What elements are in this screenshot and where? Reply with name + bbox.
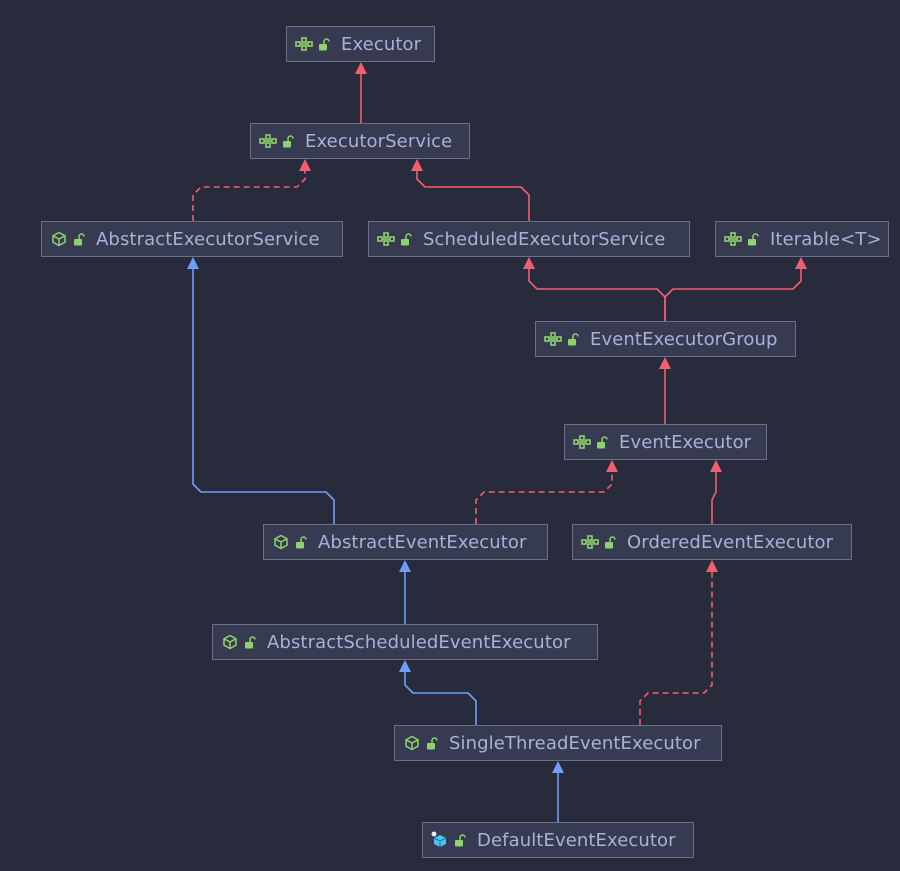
node-ordered-event-executor[interactable]: OrderedEventExecutor — [572, 524, 852, 560]
edge-abstract-event-executor-to-abstract-executor-service — [187, 257, 335, 524]
interface-icon — [377, 230, 395, 248]
node-default-event-executor[interactable]: DefaultEventExecutor — [422, 822, 694, 858]
abstract-class-icon — [50, 230, 68, 248]
unlocked-icon — [72, 232, 86, 246]
node-event-executor-group[interactable]: EventExecutorGroup — [535, 321, 796, 357]
edge-event-executor-to-event-executor-group — [659, 357, 671, 424]
edge-single-thread-event-executor-to-ordered-event-executor — [639, 560, 718, 725]
node-executor[interactable]: Executor — [286, 26, 435, 62]
unlocked-icon — [746, 232, 760, 246]
node-label: AbstractEventExecutor — [318, 531, 527, 553]
node-iterable[interactable]: Iterable<T> — [715, 221, 889, 257]
unlocked-icon — [243, 635, 257, 649]
edge-line — [639, 572, 713, 725]
edge-line — [664, 269, 802, 321]
edge-arrowhead — [552, 761, 564, 773]
node-scheduled-executor-service[interactable]: ScheduledExecutorService — [368, 221, 690, 257]
edge-abstract-event-executor-to-event-executor — [475, 460, 618, 524]
node-label: OrderedEventExecutor — [627, 531, 834, 553]
unlocked-icon — [453, 833, 467, 847]
edge-arrowhead — [659, 357, 671, 369]
unlocked-icon — [595, 435, 609, 449]
edge-line — [528, 269, 666, 321]
edge-ordered-event-executor-to-event-executor — [710, 460, 722, 524]
edge-arrowhead — [606, 460, 618, 472]
node-abstract-scheduled-event-executor[interactable]: AbstractScheduledEventExecutor — [212, 624, 598, 660]
node-label: DefaultEventExecutor — [477, 829, 676, 851]
edge-arrowhead — [187, 257, 199, 269]
node-label: ScheduledExecutorService — [423, 228, 666, 250]
edge-executor-service-to-executor — [355, 62, 367, 123]
edge-line — [711, 472, 717, 524]
node-label: AbstractExecutorService — [96, 228, 320, 250]
unlocked-icon — [603, 535, 617, 549]
node-abstract-event-executor[interactable]: AbstractEventExecutor — [263, 524, 548, 560]
interface-icon — [573, 433, 591, 451]
edge-event-executor-group-to-iterable — [664, 257, 807, 321]
node-label: ExecutorService — [305, 130, 453, 152]
abstract-class-icon — [272, 533, 290, 551]
edge-arrowhead — [399, 560, 411, 572]
edge-abstract-scheduled-event-executor-to-abstract-event-executor — [399, 560, 411, 624]
edge-line — [192, 269, 335, 524]
interface-icon — [295, 35, 313, 53]
edge-single-thread-event-executor-to-abstract-scheduled-event-executor — [399, 660, 477, 725]
interface-icon — [544, 330, 562, 348]
edge-arrowhead — [355, 62, 367, 74]
node-abstract-executor-service[interactable]: AbstractExecutorService — [41, 221, 343, 257]
edge-scheduled-executor-service-to-executor-service — [411, 159, 530, 221]
edge-arrowhead — [299, 159, 311, 171]
edge-line — [475, 472, 613, 524]
interface-icon — [581, 533, 599, 551]
edge-arrowhead — [795, 257, 807, 269]
edge-arrowhead — [399, 660, 411, 672]
edge-line — [404, 672, 477, 725]
edge-line — [416, 171, 530, 221]
node-label: Executor — [341, 33, 422, 55]
node-executor-service[interactable]: ExecutorService — [250, 123, 470, 159]
edge-arrowhead — [710, 460, 722, 472]
node-label: Iterable<T> — [770, 228, 882, 250]
node-label: AbstractScheduledEventExecutor — [267, 631, 571, 653]
node-label: EventExecutorGroup — [590, 328, 778, 350]
node-single-thread-event-executor[interactable]: SingleThreadEventExecutor — [394, 725, 722, 761]
interface-icon — [259, 132, 277, 150]
unlocked-icon — [281, 134, 295, 148]
edge-line — [192, 171, 306, 221]
unlocked-icon — [399, 232, 413, 246]
node-label: EventExecutor — [619, 431, 752, 453]
final-class-icon — [431, 831, 449, 849]
node-event-executor[interactable]: EventExecutor — [564, 424, 767, 460]
unlocked-icon — [425, 736, 439, 750]
unlocked-icon — [294, 535, 308, 549]
interface-icon — [724, 230, 742, 248]
abstract-class-icon — [221, 633, 239, 651]
unlocked-icon — [566, 332, 580, 346]
edge-event-executor-group-to-scheduled-executor-service — [523, 257, 666, 321]
unlocked-icon — [317, 37, 331, 51]
edge-arrowhead — [706, 560, 718, 572]
edge-arrowhead — [411, 159, 423, 171]
abstract-class-icon — [403, 734, 421, 752]
edge-default-event-executor-to-single-thread-event-executor — [552, 761, 564, 822]
edge-abstract-executor-service-to-executor-service — [192, 159, 311, 221]
node-label: SingleThreadEventExecutor — [449, 732, 701, 754]
edge-arrowhead — [523, 257, 535, 269]
